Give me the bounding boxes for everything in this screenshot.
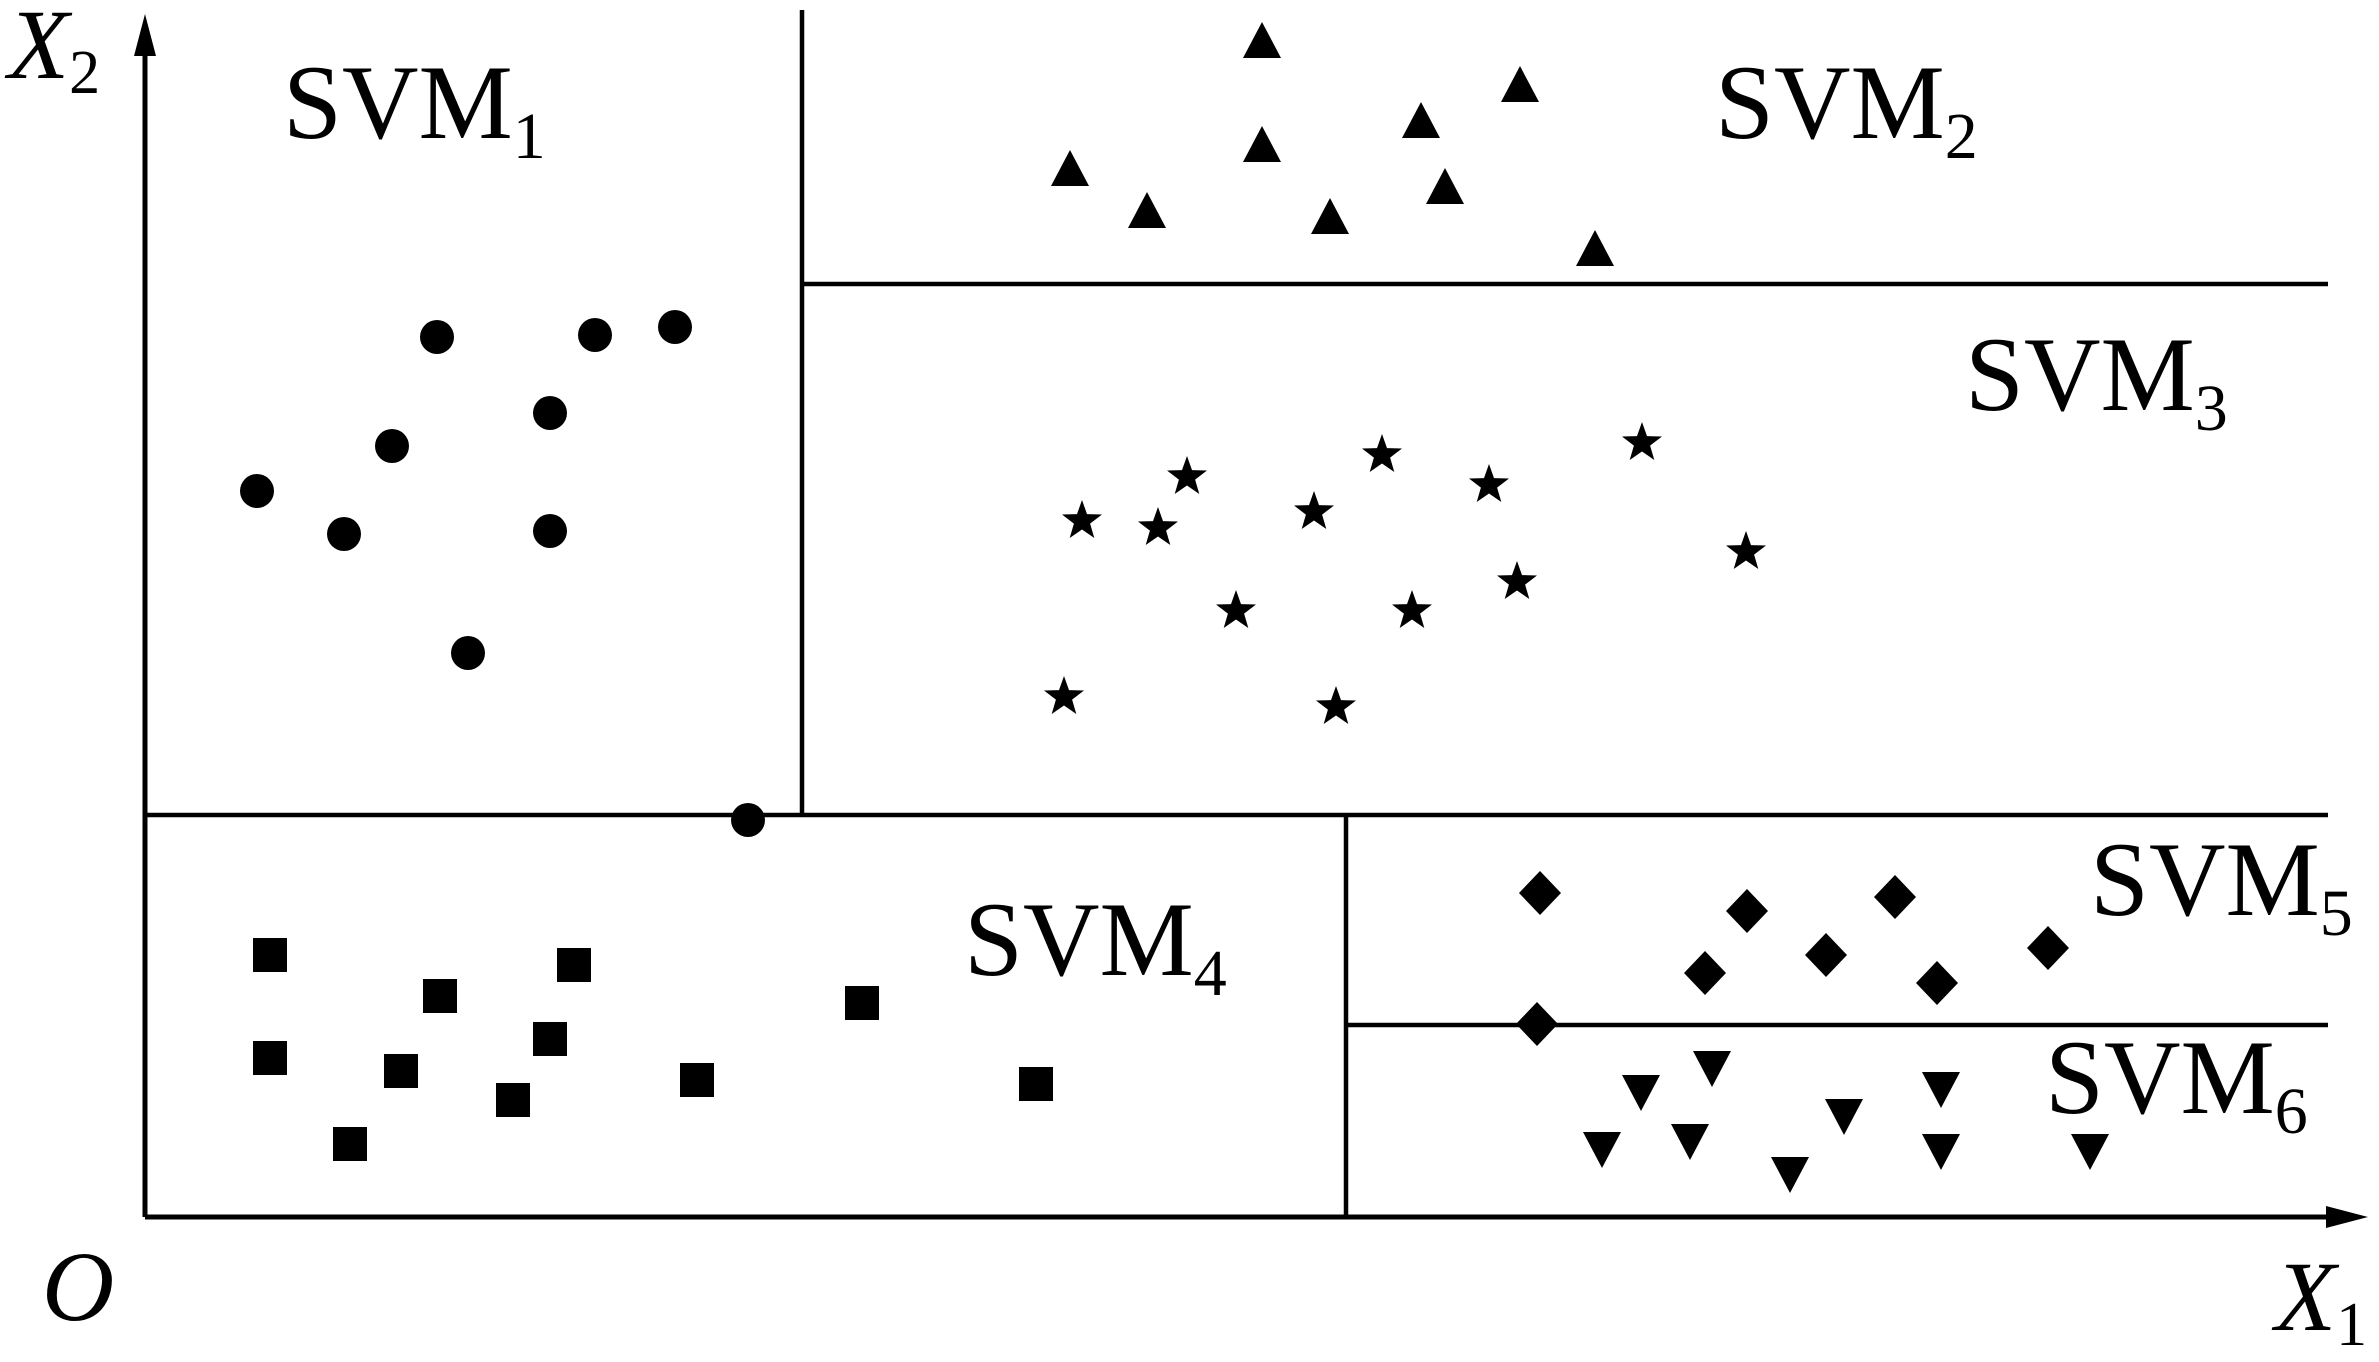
star-marker-icon	[1469, 464, 1509, 502]
diamond-marker-icon	[1916, 961, 1958, 1005]
square-marker-icon	[533, 1022, 567, 1056]
circle-marker-icon	[327, 517, 361, 551]
svm2-label: SVM2	[1715, 44, 1978, 173]
star-marker-icon	[1167, 456, 1207, 494]
triangle-up-marker-icon	[1402, 102, 1440, 138]
star-marker-icon	[1622, 422, 1662, 460]
square-marker-icon	[253, 938, 287, 972]
triangle-down-marker-icon	[1583, 1132, 1621, 1168]
star-marker-icon	[1726, 531, 1766, 569]
star-marker-icon	[1362, 434, 1402, 472]
triangle-up-marker-icon	[1243, 126, 1281, 162]
triangle-down-marker-icon	[1622, 1075, 1660, 1111]
circle-marker-icon	[578, 318, 612, 352]
data-points	[240, 22, 2109, 1193]
circle-marker-icon	[658, 310, 692, 344]
circle-marker-icon	[533, 514, 567, 548]
svm5-label: SVM5	[2090, 821, 2353, 950]
diamond-marker-icon	[1519, 871, 1561, 915]
svm6-label: SVM6	[2045, 1019, 2308, 1148]
x-axis-label: X1	[2271, 1241, 2367, 1359]
circle-marker-icon	[375, 429, 409, 463]
diamond-marker-icon	[1805, 933, 1847, 977]
triangle-up-marker-icon	[1311, 198, 1349, 234]
star-marker-icon	[1497, 561, 1537, 599]
square-marker-icon	[333, 1127, 367, 1161]
square-marker-icon	[557, 948, 591, 982]
triangle-up-marker-icon	[1128, 192, 1166, 228]
triangle-up-marker-icon	[1576, 230, 1614, 266]
svm1-label: SVM1	[283, 44, 546, 173]
diamond-marker-icon	[1516, 1002, 1558, 1046]
y-axis-arrow-icon	[134, 14, 156, 56]
diamond-marker-icon	[1684, 951, 1726, 995]
star-marker-icon	[1138, 507, 1178, 545]
diamond-marker-icon	[1874, 875, 1916, 919]
diamond-marker-icon	[1726, 889, 1768, 933]
circle-marker-icon	[451, 636, 485, 670]
svm3-label: SVM3	[1965, 316, 2228, 445]
square-marker-icon	[680, 1063, 714, 1097]
square-marker-icon	[845, 986, 879, 1020]
y-axis-label: X2	[4, 0, 100, 107]
square-marker-icon	[1019, 1067, 1053, 1101]
axes	[134, 14, 2368, 1228]
star-marker-icon	[1216, 590, 1256, 628]
partition-lines	[145, 10, 2328, 1217]
square-marker-icon	[384, 1054, 418, 1088]
svm4-label: SVM4	[964, 881, 1227, 1010]
triangle-down-marker-icon	[1771, 1157, 1809, 1193]
triangle-up-marker-icon	[1051, 150, 1089, 186]
triangle-down-marker-icon	[1825, 1099, 1863, 1135]
circle-marker-icon	[420, 320, 454, 354]
star-marker-icon	[1294, 491, 1334, 529]
square-marker-icon	[496, 1083, 530, 1117]
star-marker-icon	[1062, 500, 1102, 538]
square-marker-icon	[423, 979, 457, 1013]
star-marker-icon	[1044, 676, 1084, 714]
circle-marker-icon	[533, 396, 567, 430]
circle-marker-icon	[731, 803, 765, 837]
diamond-marker-icon	[2027, 926, 2069, 970]
triangle-up-marker-icon	[1243, 22, 1281, 58]
triangle-down-marker-icon	[1922, 1134, 1960, 1170]
triangle-down-marker-icon	[1693, 1051, 1731, 1087]
triangle-down-marker-icon	[1671, 1124, 1709, 1160]
origin-label: O	[42, 1231, 114, 1342]
triangle-down-marker-icon	[2071, 1134, 2109, 1170]
triangle-down-marker-icon	[1922, 1072, 1960, 1108]
square-marker-icon	[253, 1041, 287, 1075]
x-axis-arrow-icon	[2326, 1206, 2368, 1228]
triangle-up-marker-icon	[1426, 168, 1464, 204]
star-marker-icon	[1392, 590, 1432, 628]
triangle-up-marker-icon	[1501, 66, 1539, 102]
circle-marker-icon	[240, 474, 274, 508]
star-marker-icon	[1316, 686, 1356, 724]
